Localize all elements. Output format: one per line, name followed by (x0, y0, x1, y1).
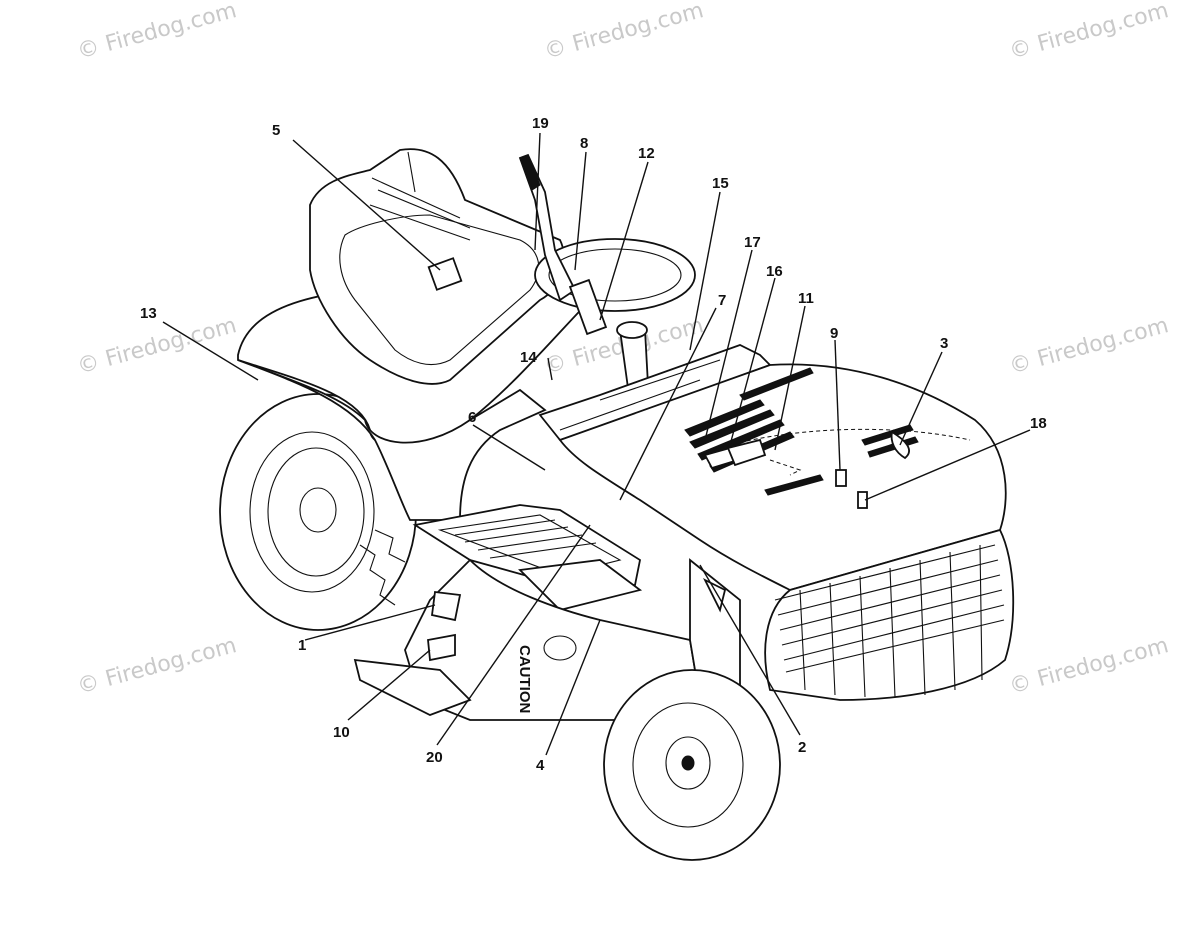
callout-20: 20 (426, 749, 443, 766)
callout-9: 9 (830, 325, 838, 342)
steering-assembly (518, 153, 696, 390)
discharge-chute (353, 658, 472, 716)
callout-11: 11 (798, 290, 814, 307)
callout-1: 1 (298, 637, 306, 654)
seat-decal (427, 257, 463, 291)
hood-decal-9 (835, 469, 847, 487)
chassis: CAUTION (353, 504, 741, 721)
deck-caution-text: CAUTION (516, 645, 533, 713)
callout-18: 18 (1030, 415, 1047, 432)
callout-15: 15 (712, 175, 729, 192)
callout-10: 10 (333, 724, 350, 741)
callout-19: 19 (532, 115, 549, 132)
callout-6: 6 (468, 409, 476, 426)
callouts: 1 2 3 4 5 6 7 8 9 10 11 12 13 14 15 16 1… (140, 115, 1047, 774)
front-grille (764, 528, 1015, 701)
callout-8: 8 (580, 135, 588, 152)
callout-5: 5 (272, 122, 280, 139)
deck-decal-1 (431, 591, 462, 622)
callout-7: 7 (718, 292, 726, 309)
deck-decal-10 (427, 633, 456, 662)
hood-decal-18 (857, 491, 868, 509)
front-wheel (603, 669, 781, 861)
callout-17: 17 (744, 234, 761, 251)
callout-12: 12 (638, 145, 655, 162)
callout-14: 14 (520, 349, 537, 366)
callout-13: 13 (140, 305, 157, 322)
callout-4: 4 (536, 757, 545, 774)
leader-lines (162, 132, 1031, 756)
callout-16: 16 (766, 263, 783, 280)
hood (558, 363, 1007, 591)
callout-2: 2 (798, 739, 806, 756)
callout-3: 3 (940, 335, 948, 352)
